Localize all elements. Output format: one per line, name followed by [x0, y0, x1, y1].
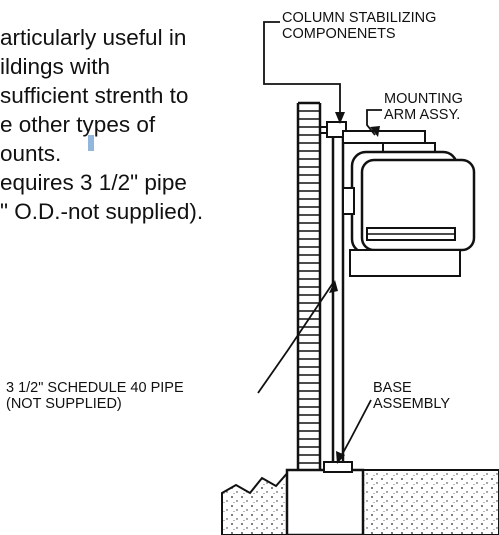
- column-stabilizing-label-line-1: COLUMN STABILIZING: [282, 10, 437, 26]
- description-text: articularly useful in ildings with suffi…: [0, 23, 300, 226]
- base-assembly-label: BASE ASSEMBLY: [373, 380, 450, 412]
- description-line-2: ildings with: [0, 54, 111, 79]
- wall-column: [296, 101, 322, 470]
- mounting-arm-label-line-1: MOUNTING: [384, 91, 463, 107]
- pipe-label: 3 1/2" SCHEDULE 40 PIPE (NOT SUPPLIED): [6, 380, 184, 412]
- description-line-3: sufficient strenth to: [0, 83, 189, 108]
- pipe-label-line-2: (NOT SUPPLIED): [6, 396, 122, 412]
- base-assembly-label-line-1: BASE: [373, 380, 412, 396]
- base-assembly-label-line-2: ASSEMBLY: [373, 396, 451, 412]
- description-line-4: e other types of: [0, 112, 156, 137]
- mounting-arm-label-line-2: ARM ASSY.: [384, 107, 461, 123]
- description-line-1: articularly useful in: [0, 25, 187, 50]
- mounting-arm-label: MOUNTING ARM ASSY.: [384, 91, 463, 123]
- description-line-7: " O.D.-not supplied).: [0, 199, 204, 224]
- description-line-6: equires 3 1/2" pipe: [0, 170, 187, 195]
- column-stabilizing-label: COLUMN STABILIZING COMPONENETS: [282, 10, 436, 42]
- leader-arrowheads: [329, 112, 380, 464]
- text-cursor-icon: [88, 135, 94, 151]
- leader-lines: [257, 21, 382, 463]
- column-stabilizing-label-line-2: COMPONENETS: [282, 26, 396, 42]
- base-flange: [323, 461, 353, 473]
- pipe-label-line-1: 3 1/2" SCHEDULE 40 PIPE: [6, 380, 184, 396]
- stabilizer-clamp: [326, 121, 347, 138]
- heater-unit: [342, 150, 476, 277]
- base-footing: [285, 468, 365, 535]
- description-line-5: ounts.: [0, 141, 62, 166]
- pipe-column: [331, 128, 345, 462]
- mounting-arm: [342, 130, 426, 144]
